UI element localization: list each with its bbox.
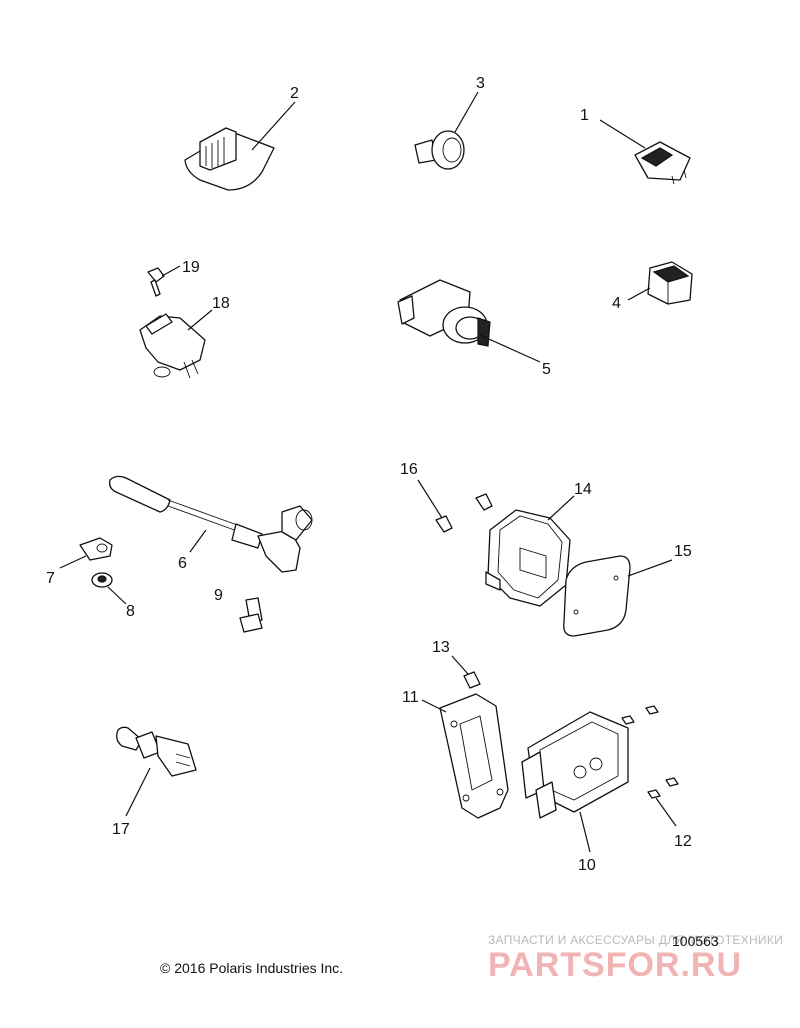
callout-12: 12: [674, 833, 692, 850]
leader-3: [454, 91, 479, 133]
part-1-rocker-switch[interactable]: [634, 141, 691, 185]
callout-19: 19: [182, 259, 200, 276]
leader-10: [579, 811, 591, 853]
callout-10: 10: [578, 857, 596, 874]
callout-11: 11: [402, 689, 419, 706]
callout-13: 13: [432, 639, 450, 656]
leader-19: [161, 265, 181, 277]
leader-15: [627, 559, 673, 577]
leader-8: [107, 586, 127, 605]
leader-14: [547, 495, 575, 521]
callout-16: 16: [400, 461, 418, 478]
callout-17: 17: [112, 821, 130, 838]
watermark-logo: PARTSFOR.RU: [488, 946, 743, 984]
callout-15: 15: [674, 543, 692, 560]
part-13-screw[interactable]: [463, 671, 481, 689]
part-12-screws[interactable]: [621, 705, 679, 799]
part-4-switch[interactable]: [647, 261, 693, 305]
callout-1: 1: [580, 107, 589, 124]
leader-7: [59, 555, 87, 569]
leader-4: [627, 287, 651, 301]
watermark-caption: ЗАПЧАСТИ И АКСЕССУАРЫ ДЛЯ МОТОТЕХНИКИ: [488, 933, 784, 947]
part-11-bracket[interactable]: [439, 693, 509, 819]
leader-6: [189, 529, 207, 553]
leader-12: [655, 797, 677, 827]
leader-1: [599, 119, 646, 149]
callout-6: 6: [178, 555, 187, 572]
callout-4: 4: [612, 295, 621, 312]
part-5-ignition-switch[interactable]: [397, 279, 491, 347]
part-16-screw[interactable]: [435, 515, 453, 533]
callout-8: 8: [126, 603, 135, 620]
part-14-ecu-housing[interactable]: [485, 509, 571, 607]
callout-5: 5: [542, 361, 551, 378]
callout-3: 3: [476, 75, 485, 92]
part-15-gasket[interactable]: [563, 555, 631, 637]
leader-13: [451, 655, 469, 675]
leader-18: [187, 309, 213, 331]
part-8-grommet[interactable]: [91, 572, 113, 588]
callout-7: 7: [46, 570, 55, 587]
leader-5: [479, 334, 541, 363]
leader-17: [125, 767, 151, 817]
part-6-speed-sensor[interactable]: [108, 475, 313, 573]
part-3-plug[interactable]: [414, 130, 465, 170]
leader-16: [417, 479, 443, 519]
copyright-text: © 2016 Polaris Industries Inc.: [160, 960, 344, 976]
part-2-connector-cover[interactable]: [184, 127, 275, 191]
leader-11: [421, 699, 447, 713]
callout-14: 14: [574, 481, 592, 498]
part-19-bolt[interactable]: [147, 267, 165, 297]
part-17-temperature-sensor[interactable]: [116, 726, 197, 777]
document-number: 100563: [672, 933, 719, 949]
callout-2: 2: [290, 85, 299, 102]
part-10-ecu[interactable]: [521, 711, 629, 819]
part-7-clip[interactable]: [79, 537, 113, 561]
leader-2: [251, 101, 296, 151]
callout-18: 18: [212, 295, 230, 312]
callout-9: 9: [214, 587, 223, 604]
part-9-bolt[interactable]: [239, 597, 263, 633]
part-14-screw[interactable]: [475, 493, 493, 511]
